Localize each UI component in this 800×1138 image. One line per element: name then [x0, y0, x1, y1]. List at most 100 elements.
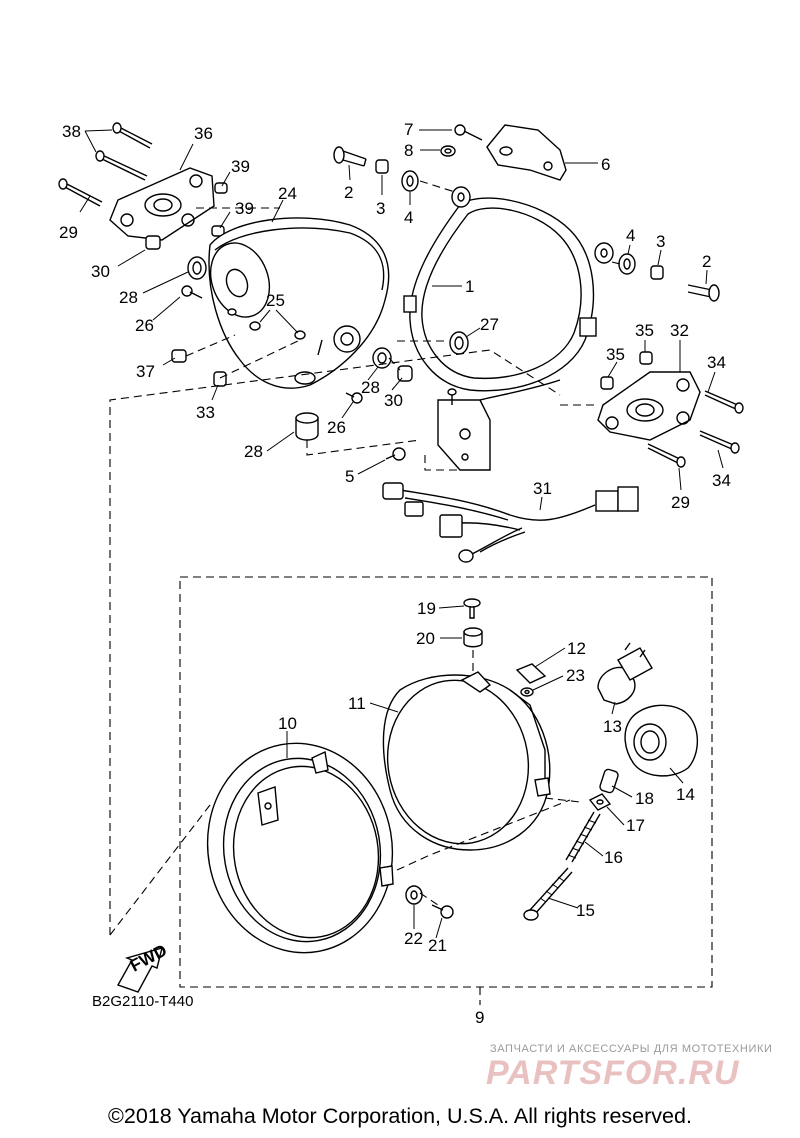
callout-4-left: 4	[404, 208, 413, 227]
callout-12: 12	[567, 639, 586, 658]
part-1-headlight-stay	[403, 186, 614, 471]
callout-2-right: 2	[702, 252, 711, 271]
callout-4-right: 4	[626, 226, 635, 245]
callout-23: 23	[566, 666, 585, 685]
callout-26-left: 26	[135, 316, 154, 335]
part-37-collar	[171, 349, 187, 363]
part-24-headlight-housing	[208, 217, 390, 389]
part-12-plate	[515, 663, 547, 684]
callout-20: 20	[416, 629, 435, 648]
callout-34-upper: 34	[707, 353, 726, 372]
part-27-grommet	[449, 331, 469, 355]
callout-21: 21	[428, 936, 447, 955]
callout-leaders	[79, 129, 724, 939]
callout-7: 7	[404, 120, 413, 139]
callout-38: 38	[62, 122, 81, 141]
diagram-code: B2G2110-T440	[92, 993, 194, 1010]
part-18-collar	[599, 768, 619, 794]
callout-28-left: 28	[119, 288, 138, 307]
callout-13: 13	[603, 717, 622, 736]
callout-11: 11	[348, 694, 366, 713]
callout-30-left: 30	[91, 262, 110, 281]
part-35-collar-upper	[639, 351, 653, 365]
part-2-bolt-right	[687, 284, 720, 302]
callout-35-upper: 35	[635, 321, 654, 340]
part-14-bulb-cover	[624, 704, 698, 777]
callout-28-middle: 28	[361, 378, 380, 397]
callout-25: 25	[266, 291, 285, 310]
callout-29-left: 29	[59, 223, 78, 242]
part-33-collar	[213, 371, 227, 387]
part-19-screw	[463, 598, 481, 619]
part-26-screw-middle	[345, 392, 363, 404]
callout-31: 31	[533, 479, 552, 498]
part-10-headlight-rim	[206, 742, 394, 954]
part-9-group-box	[179, 576, 713, 988]
part-5-screw	[385, 447, 406, 461]
callout-36: 36	[194, 124, 213, 143]
callout-5: 5	[345, 467, 354, 486]
callout-3-left: 3	[376, 199, 385, 218]
part-32-right-bracket	[597, 371, 701, 441]
callout-32: 32	[670, 321, 689, 340]
part-29-bolt-right	[647, 443, 686, 468]
part-6-bracket	[486, 124, 567, 181]
watermark-tagline: ЗАПЧАСТИ И АКСЕССУАРЫ ДЛЯ МОТОТЕХНИКИ	[490, 1043, 773, 1055]
callout-10: 10	[278, 714, 297, 733]
part-4-grommet-left	[401, 170, 419, 192]
part-4-grommet-right	[618, 253, 636, 275]
copyright-notice: ©2018 Yamaha Motor Corporation, U.S.A. A…	[108, 1104, 692, 1128]
part-2-bolt-left	[333, 146, 367, 167]
part-26-screw-left	[181, 285, 203, 299]
callout-39-upper: 39	[231, 157, 250, 176]
callout-17: 17	[626, 816, 645, 835]
watermark-logo: PARTSFOR.RU	[486, 1054, 740, 1092]
callout-39-lower: 39	[235, 199, 254, 218]
part-34-bolts	[699, 390, 744, 454]
part-35-collar-lower	[600, 376, 614, 390]
callout-8: 8	[404, 141, 413, 160]
callout-16: 16	[604, 848, 623, 867]
part-16-spring	[565, 811, 601, 863]
part-13-bulb	[597, 642, 653, 705]
callout-29-right: 29	[671, 493, 690, 512]
callout-28-bottom: 28	[244, 442, 263, 461]
callout-33: 33	[196, 403, 215, 422]
part-30-collar-left	[145, 235, 161, 250]
part-30-collar-middle	[397, 365, 413, 382]
callout-24: 24	[278, 184, 297, 203]
callout-35-lower: 35	[606, 345, 625, 364]
callout-37: 37	[136, 362, 155, 381]
callout-15: 15	[576, 901, 595, 920]
part-15-adjusting-screw	[523, 867, 573, 921]
callout-9: 9	[475, 1008, 484, 1027]
callout-14: 14	[676, 785, 695, 804]
part-38-bolts	[95, 122, 153, 181]
part-20-nut	[463, 627, 483, 648]
fwd-arrow-icon: FWD	[116, 941, 170, 993]
part-39-collars	[211, 182, 228, 237]
callout-19: 19	[417, 599, 436, 618]
callout-27: 27	[480, 315, 499, 334]
part-11-headlight-unit	[382, 671, 551, 851]
part-22-grommet	[405, 885, 423, 905]
part-36-left-bracket	[109, 167, 215, 241]
part-8-washer	[440, 145, 456, 157]
callout-2-left: 2	[344, 183, 353, 202]
part-28-grommet-left	[187, 256, 207, 280]
part-28-grommet-middle	[372, 347, 392, 369]
callout-18: 18	[635, 789, 654, 808]
callout-30-middle: 30	[384, 391, 403, 410]
part-3-collar-left	[375, 159, 389, 174]
part-29-bolt-left	[58, 178, 103, 207]
callout-26-middle: 26	[327, 418, 346, 437]
part-21-screw	[431, 904, 454, 919]
callout-numbers: 38 36 39 39 29 24 30 28 26 25 37 33 28 3…	[59, 120, 731, 1027]
callout-34-lower: 34	[712, 471, 731, 490]
callout-22: 22	[404, 929, 423, 948]
callout-3-right: 3	[656, 232, 665, 251]
callout-1: 1	[465, 277, 474, 296]
callout-6: 6	[601, 155, 610, 174]
part-3-collar-right	[650, 265, 664, 280]
